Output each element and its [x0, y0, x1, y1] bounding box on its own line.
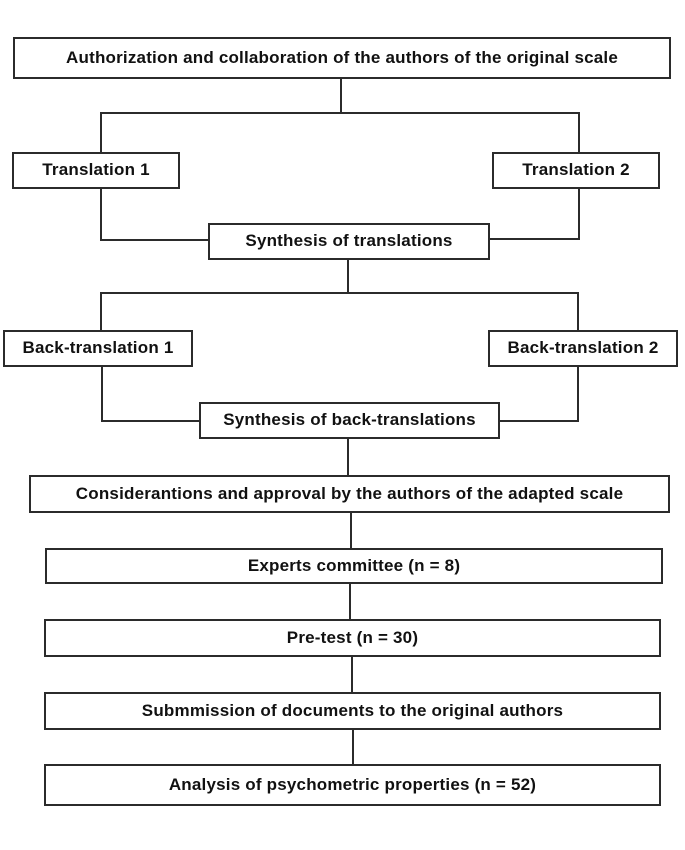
edge-branch-translations [100, 112, 580, 152]
node-label: Synthesis of translations [245, 231, 453, 251]
node-label: Pre-test (n = 30) [286, 627, 419, 647]
node-label: Submmission of documents to the original… [141, 700, 564, 720]
node-analysis-psychometric: Analysis of psychometric properties (n =… [44, 764, 661, 806]
node-synthesis-back-translations: Synthesis of back-translations [199, 402, 500, 439]
node-authorization: Authorization and collaboration of the a… [13, 37, 671, 79]
node-experts-committee: Experts committee (n = 8) [45, 548, 663, 584]
edge-translation-1-synthesis [100, 189, 208, 241]
node-label: Considerantions and approval by the auth… [75, 483, 624, 503]
node-considerations-approval: Considerantions and approval by the auth… [29, 475, 670, 513]
node-pre-test: Pre-test (n = 30) [44, 619, 661, 657]
edge-back-translation-1-synthesis [101, 367, 199, 422]
node-back-translation-2: Back-translation 2 [488, 330, 678, 367]
node-label: Authorization and collaboration of the a… [66, 47, 618, 67]
node-label: Experts committee (n = 8) [247, 555, 461, 575]
edge-translation-2-synthesis [489, 189, 580, 240]
node-label: Analysis of psychometric properties (n =… [168, 774, 537, 794]
node-label: Synthesis of back-translations [223, 410, 476, 430]
node-label: Translation 1 [42, 160, 150, 180]
edge-back-translation-2-synthesis [500, 367, 579, 422]
node-back-translation-1: Back-translation 1 [3, 330, 193, 367]
node-synthesis-translations: Synthesis of translations [208, 223, 490, 260]
node-label: Translation 2 [522, 160, 630, 180]
edge-branch-back-translations [100, 292, 579, 330]
node-label: Back-translation 2 [507, 338, 659, 358]
node-translation-1: Translation 1 [12, 152, 180, 189]
node-label: Back-translation 1 [22, 338, 174, 358]
node-translation-2: Translation 2 [492, 152, 660, 189]
node-submission-documents: Submmission of documents to the original… [44, 692, 661, 730]
